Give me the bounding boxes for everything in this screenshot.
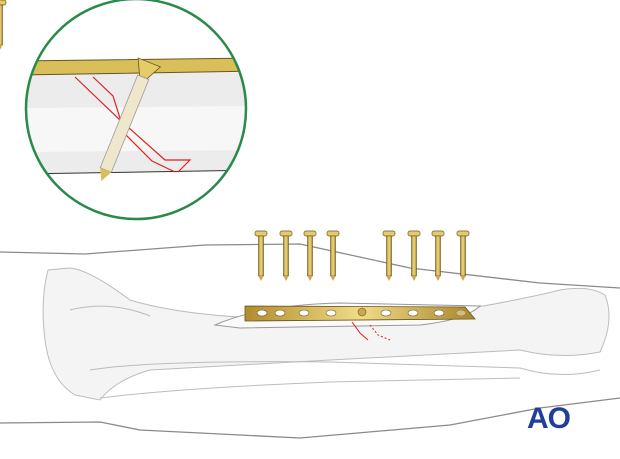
fracture-line-small — [351, 321, 391, 341]
magnified-inset — [24, 0, 248, 221]
ao-logo: AO — [527, 402, 571, 435]
screws — [0, 0, 470, 282]
plate — [244, 305, 476, 322]
skin-outline — [0, 243, 620, 439]
forearm-bones — [42, 267, 610, 401]
inset-border — [24, 0, 248, 221]
